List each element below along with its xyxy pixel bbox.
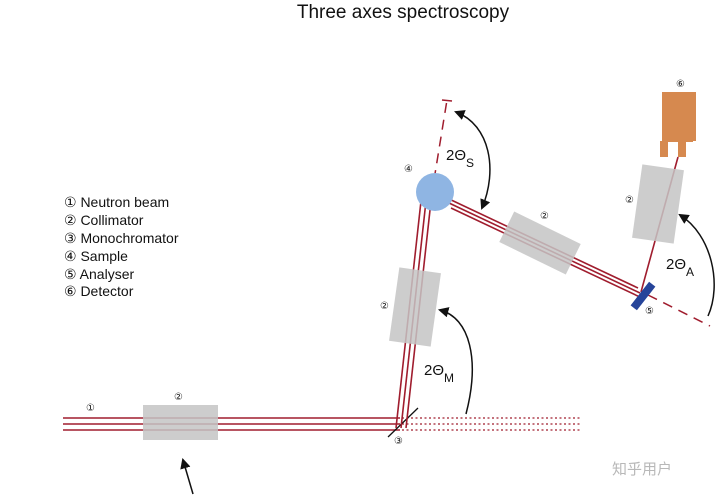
collimator-sample-arm xyxy=(499,211,581,275)
marker-neutron-beam: ① xyxy=(86,403,95,414)
incoming-beam xyxy=(63,417,400,431)
marker-collimator-analyser: ② xyxy=(625,195,634,206)
legend-item-collimator: ② Collimator xyxy=(64,212,144,228)
collimator-analyser-arm xyxy=(632,164,684,244)
analyser-angle-arrow xyxy=(678,213,715,317)
marker-collimator-main: ② xyxy=(174,392,183,403)
marker-detector: ⑥ xyxy=(676,79,685,90)
mono-angle-arrow xyxy=(437,307,473,415)
analyser-crystal xyxy=(630,281,656,311)
sample-angle-arrow xyxy=(454,110,491,210)
detector-body xyxy=(665,92,693,142)
legend-item-analyser: ⑤ Analyser xyxy=(64,266,134,282)
marker-monochromator: ③ xyxy=(394,436,403,447)
legend-item-sample: ④ Sample xyxy=(64,248,128,264)
watermark-text: 知乎用户 xyxy=(612,461,672,478)
analyser-angle-label: 2ΘA xyxy=(666,256,694,279)
diagram-title: Three axes spectroscopy xyxy=(297,2,510,23)
monochromator-crystal xyxy=(387,407,419,438)
mono-angle-label: 2ΘM xyxy=(424,362,454,385)
sample-reference-line xyxy=(433,99,448,181)
legend-item-monochromator: ③ Monochromator xyxy=(64,230,179,246)
collimator-pointer-arrow xyxy=(180,457,194,495)
transmitted-beam-dotted xyxy=(402,417,580,431)
collimator-main xyxy=(143,405,218,440)
sample-reference-tick xyxy=(441,99,453,102)
sample-angle-label: 2ΘS xyxy=(446,147,474,170)
marker-collimator-sample: ② xyxy=(540,211,549,222)
marker-analyser: ⑤ xyxy=(645,306,654,317)
marker-sample: ④ xyxy=(404,164,413,175)
legend-item-detector: ⑥ Detector xyxy=(64,283,134,299)
collimator-mono-arm xyxy=(389,267,441,347)
legend-item-neutron-beam: ① Neutron beam xyxy=(64,194,169,210)
sample-circle xyxy=(416,173,454,211)
analyser-reference-line xyxy=(647,294,711,327)
legend: ① Neutron beam ② Collimator ③ Monochroma… xyxy=(64,194,179,299)
marker-collimator-mono: ② xyxy=(380,301,389,312)
